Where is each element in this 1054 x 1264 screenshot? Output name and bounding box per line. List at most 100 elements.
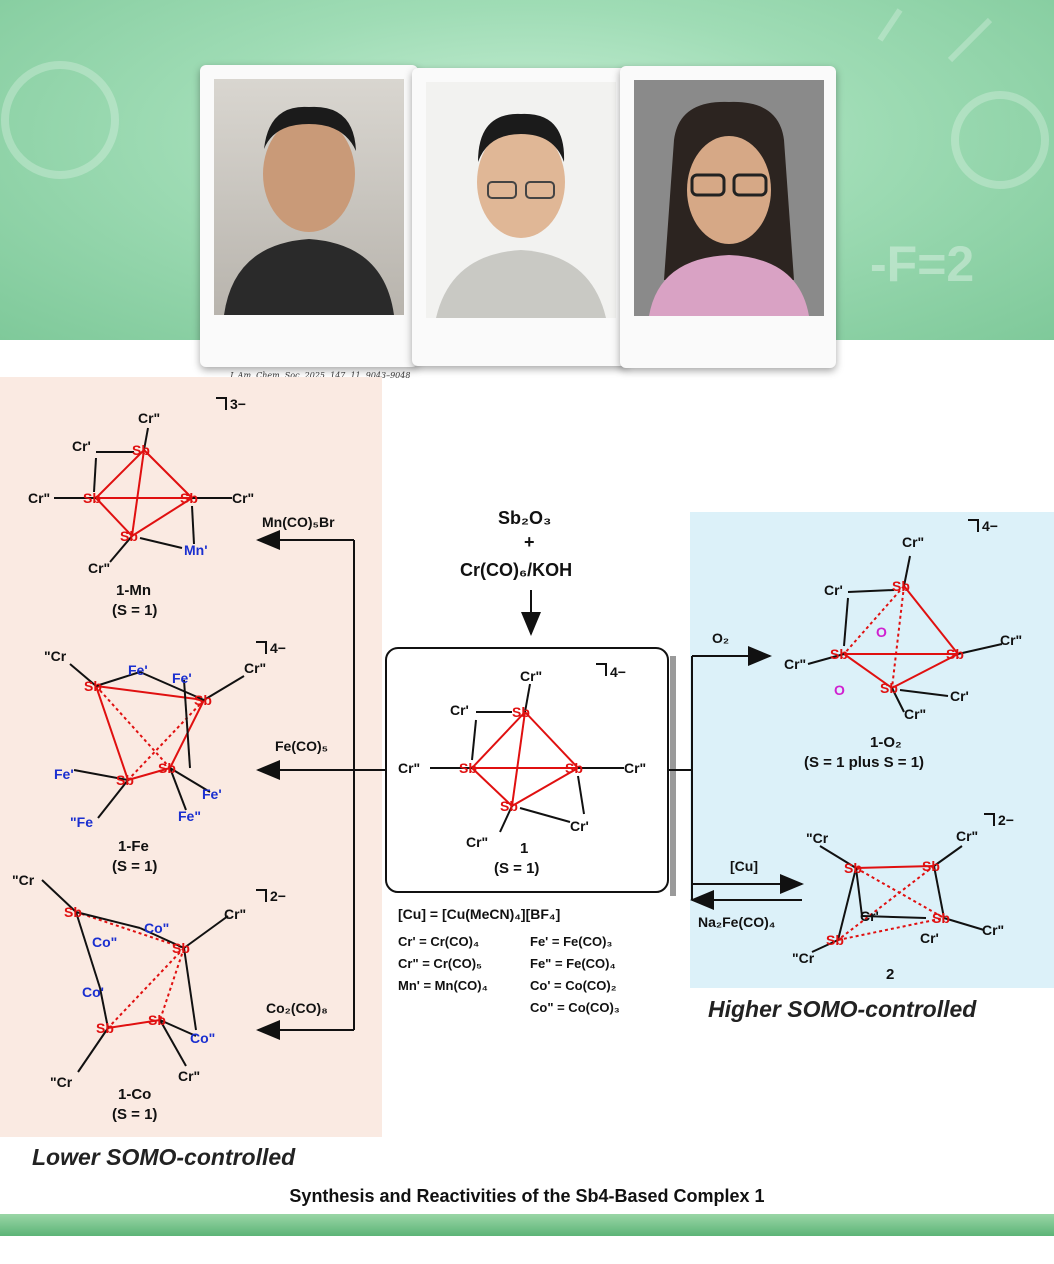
fe-name: 1-Fe — [118, 838, 149, 855]
mn-atom-cr1: Cr' — [72, 438, 91, 454]
portrait-photo-1 — [214, 79, 404, 315]
co-spin: (S = 1) — [112, 1106, 158, 1123]
fe-atom-fe1-d: Fe' — [202, 786, 222, 802]
fe-spin: (S = 1) — [112, 858, 158, 875]
c1-charge: 4− — [610, 664, 626, 680]
structure-1-fe — [69, 663, 245, 819]
c1-atom-cr2-left: Cr" — [398, 760, 421, 776]
charge-bracket-1 — [596, 663, 607, 676]
mn-atom-cr2-bottom: Cr" — [88, 560, 111, 576]
background-flask-sketch — [1, 8, 1049, 189]
c1-atom-sb-top: Sb — [512, 704, 530, 720]
o2-atom-cr2-left: Cr" — [784, 656, 807, 672]
photo-card-2 — [412, 68, 628, 366]
mn-atom-sb-left: Sb — [83, 490, 101, 506]
mn-atom-cr2-left: Cr" — [28, 490, 51, 506]
o2-atom-o-2: O — [834, 682, 845, 698]
c1-atom-cr2-top: Cr" — [520, 668, 543, 684]
co-atom-co1: Co' — [82, 984, 104, 1000]
reagent-sb2o3: Sb₂O₃ — [498, 508, 552, 528]
co-atom-co2-c: Co" — [190, 1030, 216, 1046]
reagent-plus: + — [524, 532, 535, 552]
lower-somo-label: Lower SOMO-controlled — [32, 1144, 296, 1170]
c1-spin: (S = 1) — [494, 860, 540, 877]
mn-atom-sb-right: Sb — [180, 490, 198, 506]
mn-atom-sb-top: Sb — [132, 442, 150, 458]
reagent-mn: Mn(CO)₅Br — [262, 514, 335, 530]
co-atom-cr2-bottom: Cr" — [178, 1068, 201, 1084]
co-atom-sb-4: Sb — [148, 1012, 166, 1028]
co-atom-sb-2: Sb — [172, 940, 190, 956]
o2-spin: (S = 1 plus S = 1) — [804, 754, 925, 771]
o2-atom-sb-top: Sb — [892, 578, 910, 594]
c1-atom-sb-left: Sb — [459, 760, 477, 776]
mn-spin: (S = 1) — [112, 602, 158, 619]
c2-atom-sb-4: Sb — [826, 932, 844, 948]
structure-1-mn — [54, 427, 232, 563]
fe-atom-cr2: Cr" — [244, 660, 267, 676]
portrait-photo-2 — [426, 82, 616, 318]
o2-atom-o-1: O — [876, 624, 887, 640]
legend-fe2: Fe" = Fe(CO)₄ — [530, 956, 616, 971]
c2-atom-sb-1: Sb — [844, 860, 862, 876]
charge-bracket-mn — [216, 397, 227, 410]
c2-atom-sb-3: Sb — [932, 910, 950, 926]
c1-atom-cr2-bottom: Cr" — [466, 834, 489, 850]
c2-atom-sb-2: Sb — [922, 858, 940, 874]
portrait-photo-3 — [634, 80, 824, 316]
charge-bracket-fe — [256, 641, 267, 654]
co-atom-co2-a: Co" — [144, 920, 170, 936]
fe-atom-sb-1: Sb — [84, 678, 102, 694]
co-atom-co2-b: Co" — [92, 934, 118, 950]
reagent-co: Co₂(CO)₈ — [266, 1000, 328, 1016]
c2-atom-cr1-a: Cr' — [860, 908, 879, 924]
c1-atom-sb-bottom: Sb — [500, 798, 518, 814]
fe-atom-fe1-b: Fe' — [172, 670, 192, 686]
o2-atom-cr2-top: Cr" — [902, 534, 925, 550]
photo-card-3 — [620, 66, 836, 368]
reagent-fe: Fe(CO)₅ — [275, 738, 329, 754]
c2-charge: 2− — [998, 812, 1014, 828]
legend-cr2: Cr" = Cr(CO)₅ — [398, 956, 482, 971]
legend-co2: Co" = Co(CO)₃ — [530, 1000, 620, 1015]
mn-atom-sb-bottom: Sb — [120, 528, 138, 544]
charge-bracket-co — [256, 889, 267, 902]
c1-atom-cr1-top: Cr' — [450, 702, 469, 718]
c1-atom-cr2-right: Cr" — [624, 760, 647, 776]
fe-atom-sb-4: Sb — [158, 760, 176, 776]
c1-atom-cr1-bottom: Cr' — [570, 818, 589, 834]
fe-atom-fe2: Fe" — [178, 808, 201, 824]
compound-1-box-shadow — [670, 656, 676, 896]
co-atom-cr2b-top: "Cr — [12, 872, 35, 888]
o2-atom-cr2-bottom: Cr" — [904, 706, 927, 722]
mn-name: 1-Mn — [116, 582, 151, 599]
background-sketch: -F=2 — [870, 236, 975, 292]
charge-bracket-2 — [984, 813, 995, 826]
c2-atom-cr2b-bottom: "Cr — [792, 950, 815, 966]
higher-somo-label: Higher SOMO-controlled — [708, 996, 977, 1022]
structure-compound-2 — [811, 845, 985, 953]
c2-atom-cr1-b: Cr' — [920, 930, 939, 946]
c2-atom-cr2b-top: "Cr — [806, 830, 829, 846]
reagent-o2: O₂ — [712, 630, 730, 646]
o2-atom-sb-right: Sb — [946, 646, 964, 662]
structure-compound-1 — [430, 683, 624, 833]
o2-name: 1-O₂ — [870, 734, 902, 751]
reagent-na2fe: Na₂Fe(CO)₄ — [698, 914, 776, 930]
legend-cu: [Cu] = [Cu(MeCN)₄][BF₄] — [398, 906, 561, 922]
reagent-cr-koh: Cr(CO)₆/KOH — [460, 560, 573, 580]
fe-atom-cr2b: "Cr — [44, 648, 67, 664]
legend-cr1: Cr' = Cr(CO)₄ — [398, 934, 480, 949]
co-charge: 2− — [270, 888, 286, 904]
c2-atom-cr2-right: Cr" — [982, 922, 1005, 938]
mn-atom-mn1: Mn' — [184, 542, 208, 558]
fe-atom-sb-3: Sb — [116, 772, 134, 788]
mn-atom-cr2-top: Cr" — [138, 410, 161, 426]
fe-charge: 4− — [270, 640, 286, 656]
co-atom-sb-1: Sb — [64, 904, 82, 920]
fe-atom-fe2b: "Fe — [70, 814, 93, 830]
structure-1-o2 — [807, 555, 1003, 713]
o2-atom-cr2-right: Cr" — [1000, 632, 1023, 648]
fe-atom-fe1-a: Fe' — [128, 662, 148, 678]
